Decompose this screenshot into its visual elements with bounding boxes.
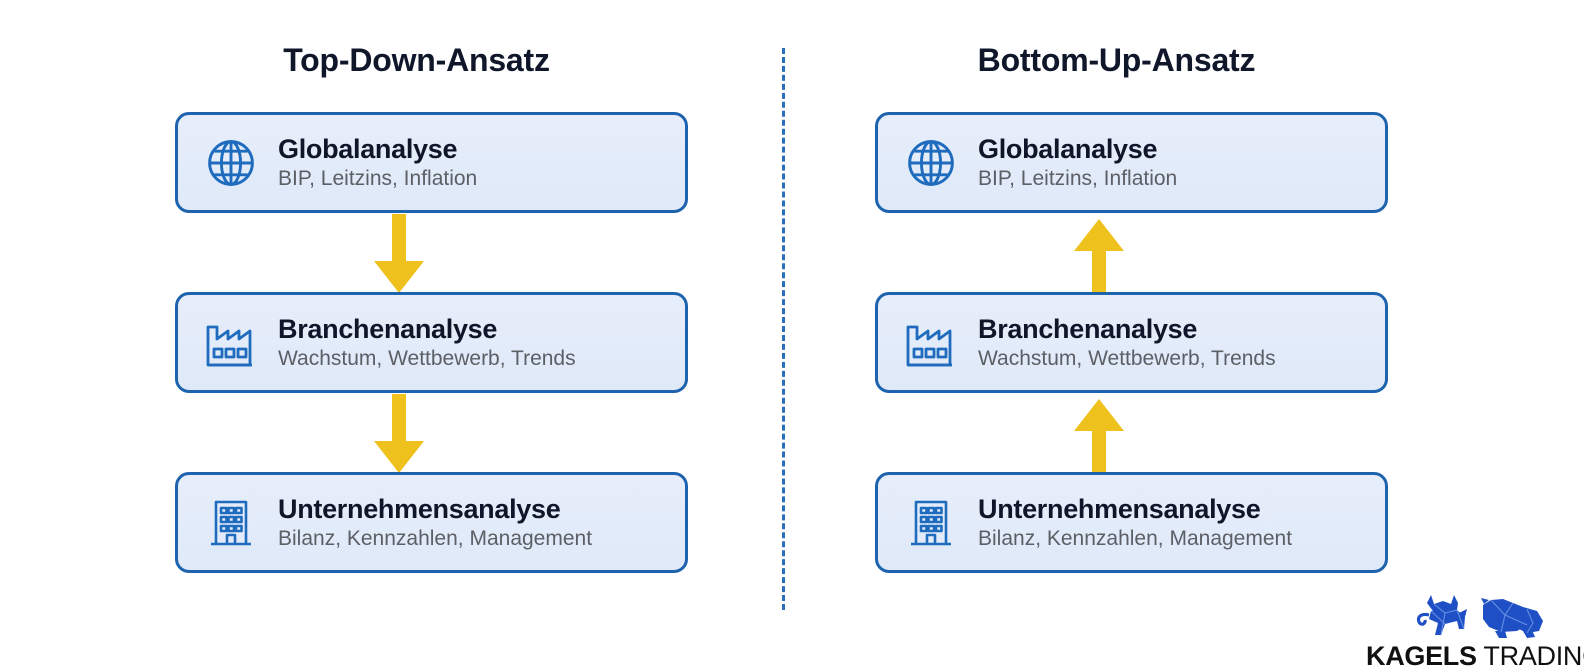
card-text: Unternehmensanalyse Bilanz, Kennzahlen, …	[278, 494, 592, 551]
card-unternehmensanalyse-bottom-up[interactable]: Unternehmensanalyse Bilanz, Kennzahlen, …	[875, 472, 1388, 573]
card-subtitle: Wachstum, Wettbewerb, Trends	[978, 347, 1276, 371]
column-bottom-up: Bottom-Up-Ansatz Globalanalyse BIP, Leit…	[840, 0, 1440, 672]
building-icon	[900, 492, 962, 554]
card-subtitle: Bilanz, Kennzahlen, Management	[278, 527, 593, 551]
card-subtitle: Bilanz, Kennzahlen, Management	[978, 527, 1293, 551]
brand-wordmark: KAGELS TRADING	[1366, 641, 1584, 671]
card-globalanalyse-top-down[interactable]: Globalanalyse BIP, Leitzins, Inflation	[175, 112, 688, 213]
brand-kagels: KAGELS	[1366, 641, 1477, 671]
bull-and-bear-icon	[1416, 595, 1543, 638]
card-branchenanalyse-top-down[interactable]: Branchenanalyse Wachstum, Wettbewerb, Tr…	[175, 292, 688, 393]
arrow-up-icon	[1062, 394, 1136, 478]
arrow-down-icon	[362, 214, 436, 298]
globe-icon	[200, 132, 262, 194]
factory-icon	[900, 312, 962, 374]
factory-icon	[200, 312, 262, 374]
card-text: Branchenanalyse Wachstum, Wettbewerb, Tr…	[278, 314, 576, 371]
brand-logo[interactable]: KAGELS TRADING	[1366, 591, 1584, 671]
card-text: Branchenanalyse Wachstum, Wettbewerb, Tr…	[978, 314, 1276, 371]
card-subtitle: BIP, Leitzins, Inflation	[278, 167, 478, 191]
card-title: Branchenanalyse	[978, 313, 1198, 344]
card-unternehmensanalyse-top-down[interactable]: Unternehmensanalyse Bilanz, Kennzahlen, …	[175, 472, 688, 573]
column-title-bottom-up: Bottom-Up-Ansatz	[977, 42, 1256, 78]
column-top-down: Top-Down-Ansatz Globalanalyse BIP, Leitz…	[140, 0, 740, 672]
column-title-top-down: Top-Down-Ansatz	[283, 42, 550, 78]
arrow-up-icon	[1062, 214, 1136, 298]
card-subtitle: Wachstum, Wettbewerb, Trends	[278, 347, 576, 371]
card-title: Unternehmensanalyse	[978, 493, 1261, 524]
card-title: Globalanalyse	[278, 133, 458, 164]
card-text: Globalanalyse BIP, Leitzins, Inflation	[978, 134, 1177, 191]
card-globalanalyse-bottom-up[interactable]: Globalanalyse BIP, Leitzins, Inflation	[875, 112, 1388, 213]
card-title: Branchenanalyse	[278, 313, 498, 344]
brand-trading: TRADING	[1483, 641, 1584, 671]
column-divider	[782, 48, 785, 610]
card-title: Unternehmensanalyse	[278, 493, 561, 524]
building-icon	[200, 492, 262, 554]
arrow-down-icon	[362, 394, 436, 478]
card-text: Globalanalyse BIP, Leitzins, Inflation	[278, 134, 477, 191]
card-text: Unternehmensanalyse Bilanz, Kennzahlen, …	[978, 494, 1292, 551]
globe-icon	[900, 132, 962, 194]
card-title: Globalanalyse	[978, 133, 1158, 164]
card-branchenanalyse-bottom-up[interactable]: Branchenanalyse Wachstum, Wettbewerb, Tr…	[875, 292, 1388, 393]
card-subtitle: BIP, Leitzins, Inflation	[978, 167, 1178, 191]
